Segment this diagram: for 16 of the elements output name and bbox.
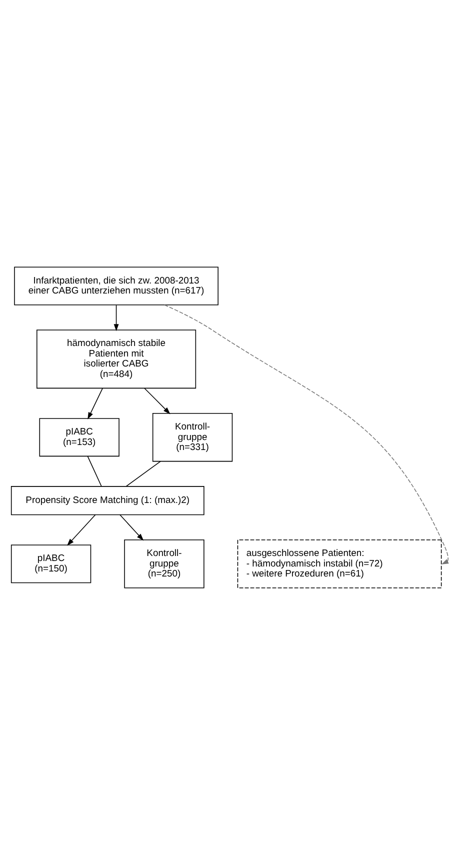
- arrow: [67, 514, 96, 546]
- node-box: Kontroll- gruppe (n=250): [124, 539, 204, 588]
- arrow: [120, 514, 144, 540]
- node-box: Kontroll- gruppe (n=331): [152, 412, 233, 462]
- node-box: ausgeschlossene Patienten: - hämodynamisch instabil (n=72) - weitere Prozeduren (n=61): [237, 539, 442, 588]
- node-box: hämodynamisch stabile Patienten mit isolierter CABG (n=484): [36, 329, 196, 388]
- arrow: [88, 387, 104, 419]
- arrow: [114, 304, 119, 331]
- connector: [87, 455, 102, 486]
- arrow: [164, 304, 449, 564]
- node-box: pIABC (n=150): [10, 544, 92, 583]
- node-box: pIABC (n=153): [39, 418, 120, 456]
- node-box: Infarktpatienten, die sich zw. 2008-2013 einer CABG unterziehen mussten (n=617): [14, 266, 218, 305]
- node-box: Propensity Score Matching (1: (max.)2): [10, 486, 204, 515]
- arrow: [144, 387, 170, 414]
- connector: [126, 460, 161, 486]
